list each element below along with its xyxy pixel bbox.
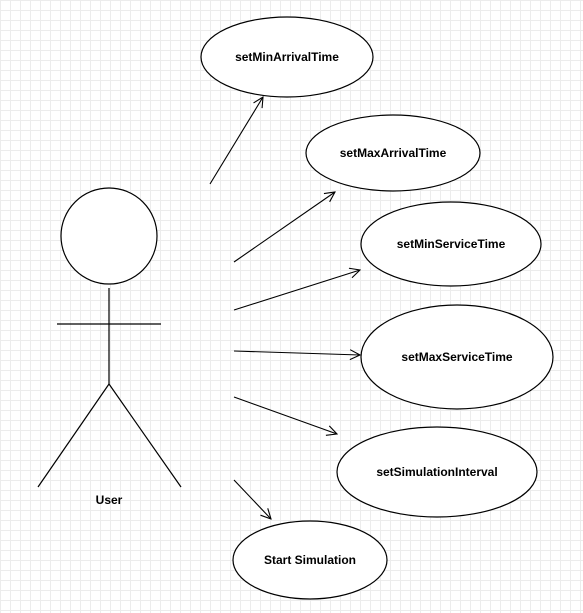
use-case-ellipse [360,304,554,410]
association-set-min-arrival-time[interactable] [209,97,263,185]
use-case-ellipse [305,114,481,192]
association-set-max-arrival-time[interactable] [233,192,335,263]
actor-left-leg [37,383,110,488]
use-case-label: Start Simulation [264,553,356,567]
use-case-label: setMaxServiceTime [401,350,513,364]
use-case-set-min-service-time[interactable]: setMinServiceTime [360,201,542,287]
use-case-set-max-service-time[interactable]: setMaxServiceTime [360,304,554,410]
use-case-ellipse [360,201,542,287]
use-case-ellipse [336,426,538,518]
use-case-start-simulation[interactable]: Start Simulation [232,520,388,600]
use-case-label: setMinServiceTime [397,237,506,251]
actor-head [60,187,158,285]
association-set-max-service-time[interactable] [233,351,360,355]
use-case-label: setMaxArrivalTime [340,146,447,160]
actor-user[interactable]: User [37,187,182,507]
association-start-simulation[interactable] [233,479,271,519]
use-case-ellipse [200,16,374,98]
use-case-set-simulation-interval[interactable]: setSimulationInterval [336,426,538,518]
use-case-set-max-arrival-time[interactable]: setMaxArrivalTime [305,114,481,192]
use-case-set-min-arrival-time[interactable]: setMinArrivalTime [200,16,374,98]
association-set-simulation-interval[interactable] [233,396,337,434]
use-case-label: setSimulationInterval [376,465,497,479]
associations [209,97,360,519]
actor-label: User [96,493,123,507]
actor-right-leg [108,383,182,488]
use-case-ellipse [232,520,388,600]
association-set-min-service-time[interactable] [233,270,360,311]
use-case-label: setMinArrivalTime [235,50,339,64]
